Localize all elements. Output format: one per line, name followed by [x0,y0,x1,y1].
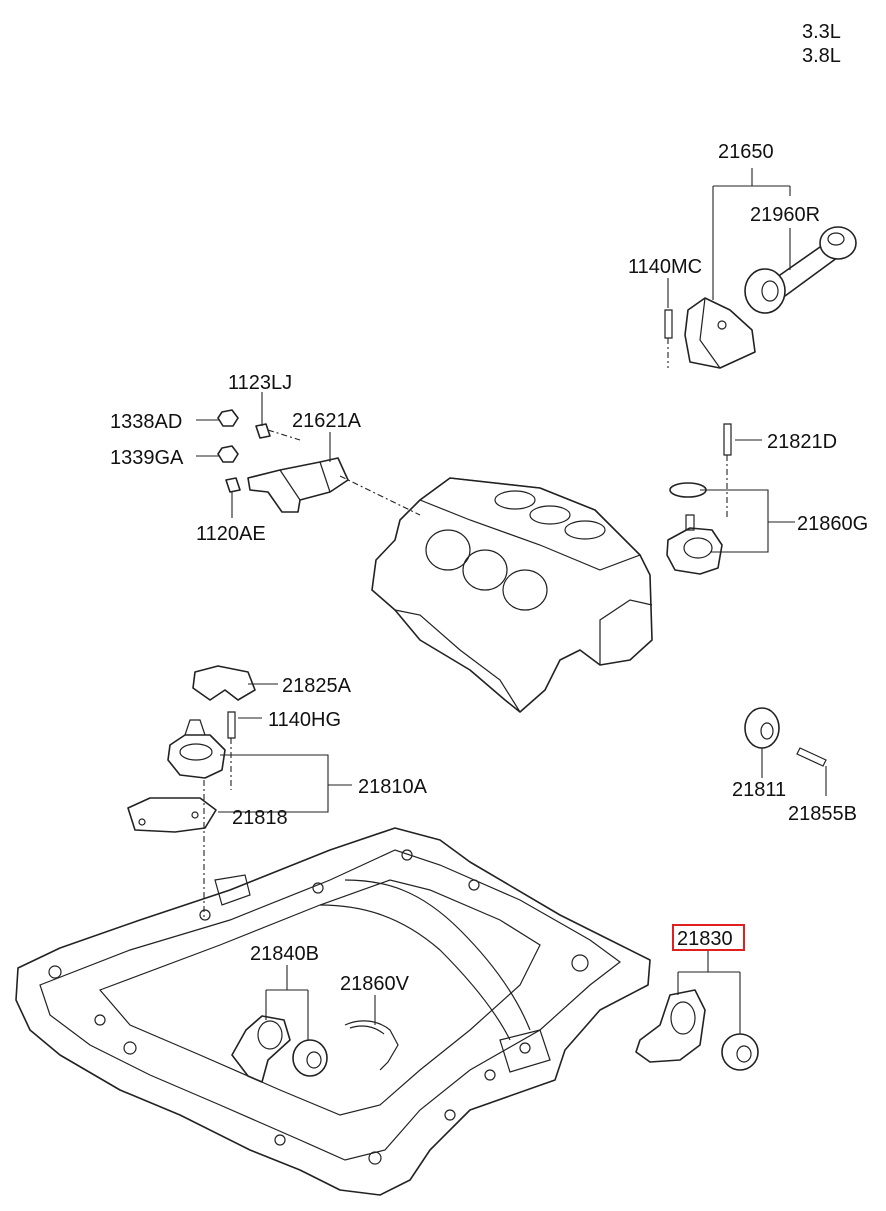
part-21860V-bracket[interactable] [344,1020,399,1071]
nut-1338AD-icon [217,409,239,427]
subframe [15,827,651,1196]
bolt-21821D-icon [723,423,732,520]
label-21855B[interactable]: 21855B [788,803,857,825]
engine-variant-3-3: 3.3L [802,21,841,43]
label-21810A[interactable]: 21810A [358,776,428,798]
label-21818[interactable]: 21818 [232,807,288,829]
part-21650-assembly[interactable] [684,226,857,369]
label-1140HG[interactable]: 1140HG [268,709,341,731]
part-21811-bushing[interactable] [744,707,780,749]
label-21811[interactable]: 21811 [732,779,786,801]
bolt-1140HG-icon [227,711,236,790]
leader-lines [196,168,827,1040]
label-21825A[interactable]: 21825A [282,675,352,697]
part-21621A-bracket[interactable] [247,457,349,513]
guide-line [339,475,421,516]
highlight-box [672,924,745,951]
bolt-21855B-icon [796,747,827,767]
label-1339GA[interactable]: 1339GA [110,447,184,469]
part-21825A-bracket[interactable] [192,665,256,701]
part-21860G-mount[interactable] [666,482,723,575]
engine-block [371,477,653,713]
label-21840B[interactable]: 21840B [250,943,319,965]
bolt-1123LJ-icon [255,423,301,441]
label-21860V[interactable]: 21860V [340,973,410,995]
label-21830[interactable]: 21830 [677,928,733,950]
bolt-1120AE-icon [225,477,241,493]
label-1140MC[interactable]: 1140MC [628,256,702,278]
part-21830-mount[interactable] [635,989,759,1071]
label-1123LJ[interactable]: 1123LJ [228,372,292,394]
label-21821D[interactable]: 21821D [767,431,837,453]
label-21860G[interactable]: 21860G [797,513,868,535]
label-21621A[interactable]: 21621A [292,410,362,432]
label-1338AD[interactable]: 1338AD [110,411,182,433]
part-21810A-mount[interactable] [167,719,226,779]
label-1120AE[interactable]: 1120AE [196,523,266,545]
engine-variant-3-8: 3.8L [802,45,841,67]
label-21960R[interactable]: 21960R [750,204,820,226]
part-21840B-mount[interactable] [231,1015,328,1083]
part-21818-bracket[interactable] [127,797,217,833]
label-21650[interactable]: 21650 [718,141,774,163]
nut-1339GA-icon [217,445,239,463]
bolt-1140MC-icon [664,309,673,368]
